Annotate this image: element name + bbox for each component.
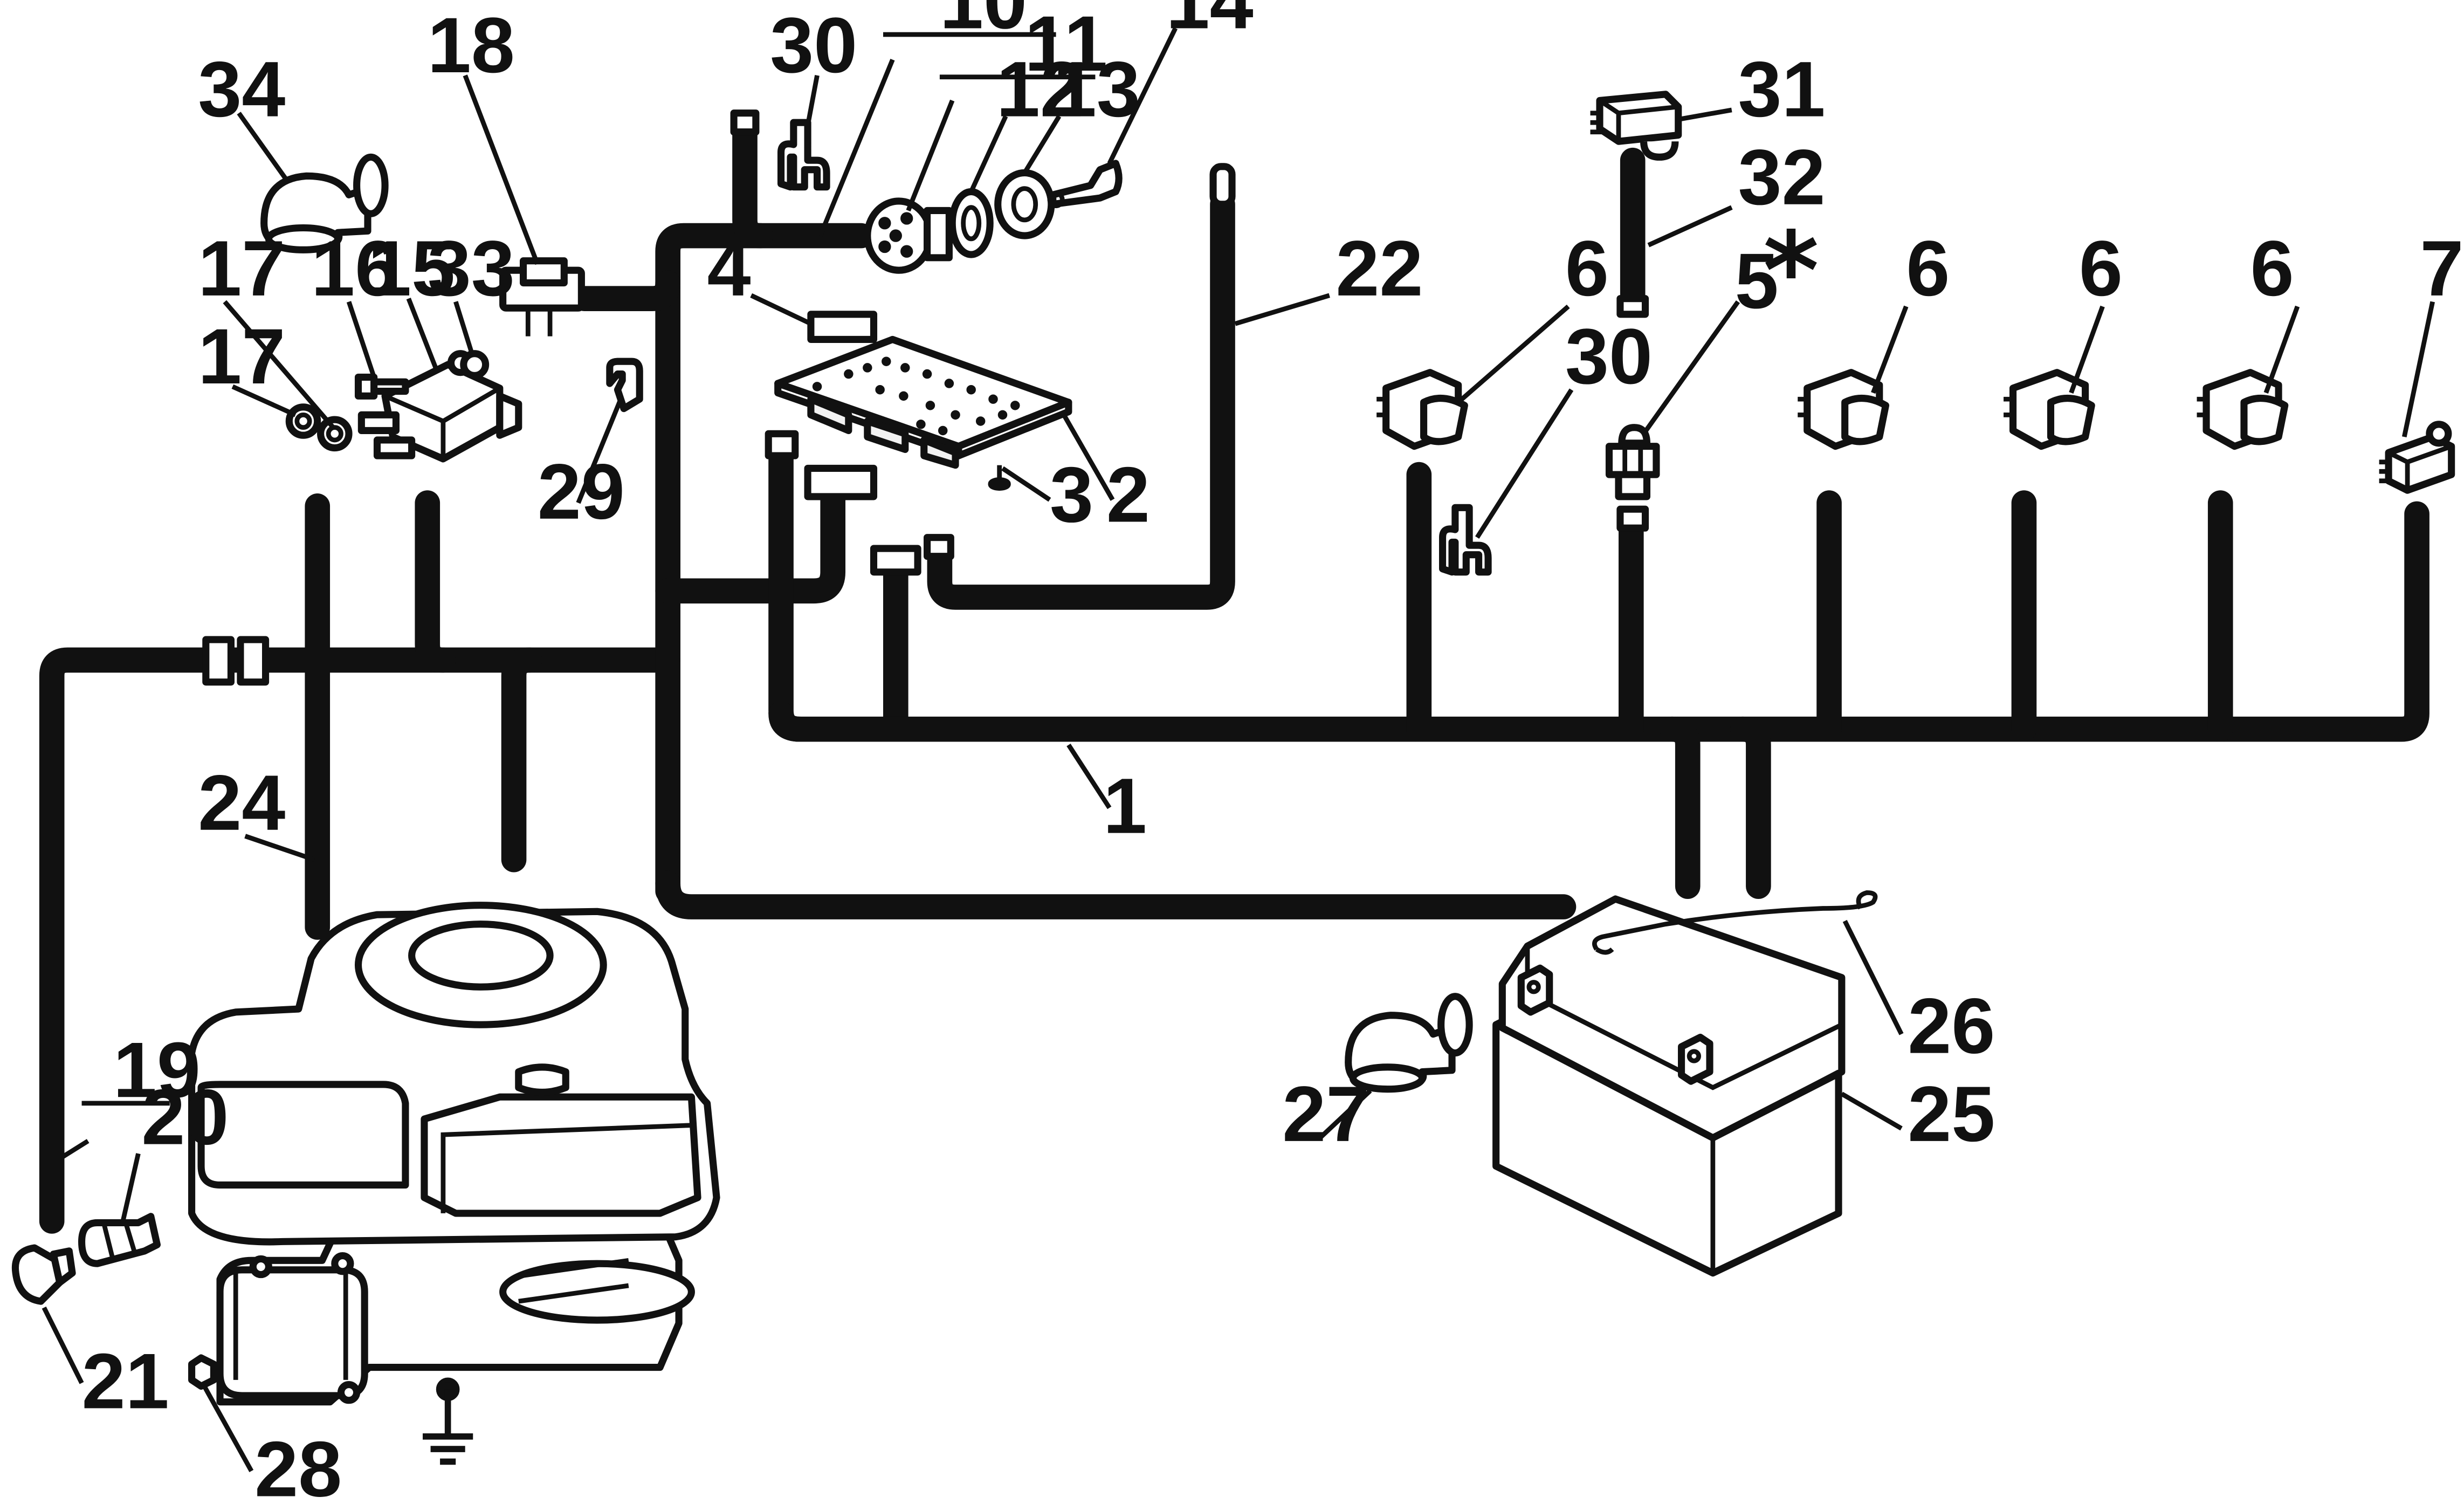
callout-34: 34 [198, 45, 285, 133]
cable-clip-29 [606, 358, 643, 413]
callout-14: 14 [1166, 0, 1254, 45]
ignition-switch-11 [864, 197, 953, 274]
callout-30a: 30 [770, 1, 857, 89]
wire-left-bus [39, 647, 680, 1234]
callout-20: 20 [141, 1073, 229, 1161]
connector-top [730, 109, 760, 136]
leader-lines [42, 27, 2435, 1473]
callout-11: 11 [1024, 0, 1107, 87]
switch-6d [2197, 369, 2289, 450]
key-14 [1047, 160, 1123, 209]
callout-15: 15 [368, 224, 455, 312]
connector-board-a [804, 464, 878, 500]
callout-12: 12 [996, 45, 1084, 133]
callout-30b: 30 [1565, 312, 1653, 400]
callout-labels: 1 2 3 4 5 * 6 6 6 6 7 10 11 12 13 14 15 … [82, 0, 2464, 1504]
callout-18: 18 [428, 1, 515, 89]
switch-6a [1376, 369, 1468, 450]
callout-31: 31 [1738, 45, 1825, 133]
callout-5: 5 [1735, 237, 1779, 325]
battery-25 [1492, 895, 1846, 1277]
wire-board-a [655, 484, 846, 604]
screw-3 [988, 465, 1011, 491]
nut-33 [460, 350, 490, 380]
callout-16: 16 [311, 224, 398, 312]
terminal-cover-34 [260, 153, 389, 253]
lamp-holder-20 [78, 1213, 161, 1267]
engine [188, 902, 720, 1406]
nut-17b [317, 416, 353, 452]
connector-board-d [924, 534, 954, 560]
wire-right-bus [768, 501, 2429, 742]
callout-13: 13 [1053, 45, 1140, 133]
microswitch-7 [2379, 421, 2455, 494]
sensor-5 [1605, 424, 1660, 500]
callout-17b: 17 [198, 312, 285, 400]
callout-1: 1 [1103, 762, 1147, 850]
callout-6a: 6 [1565, 224, 1609, 312]
wire-22 [927, 191, 1235, 610]
wire-trunk-to-battery [655, 870, 1577, 919]
callout-7: 7 [2420, 224, 2463, 312]
nut-28 [188, 1354, 217, 1390]
callout-2: 2 [1106, 451, 1150, 539]
connector-relay [1616, 295, 1649, 318]
solenoid-15 [357, 350, 522, 463]
callout-17a: 17 [198, 224, 285, 312]
terminal-cover-27 [1345, 993, 1473, 1093]
switch-6c [2004, 369, 2095, 450]
callout-32: 32 [1738, 133, 1825, 221]
switch-18 [499, 257, 585, 336]
bolt-16 [354, 373, 409, 400]
wire-trunk [655, 223, 874, 904]
callout-25: 25 [1908, 1070, 1995, 1158]
connector-board-c [870, 545, 921, 576]
wire-switch-18 [572, 270, 680, 311]
switch-6b [1798, 369, 1890, 450]
callout-33: 33 [428, 224, 515, 312]
relay-31 [1590, 91, 1682, 161]
cable-tie-30-right [1439, 504, 1492, 576]
bezel-13 [994, 169, 1055, 239]
wire-battery-a [1659, 716, 1701, 899]
wire-connector-top [732, 119, 773, 249]
callout-10: 10 [940, 0, 1027, 45]
cable-tie-30-top [777, 119, 830, 191]
bulb-21 [11, 1244, 76, 1305]
callout-28: 28 [254, 1425, 342, 1504]
inline-connector [202, 636, 270, 686]
battery-strap-26 [1592, 890, 1878, 955]
callout-6c: 6 [2079, 224, 2123, 312]
ground-symbol [423, 1377, 473, 1465]
callout-29: 29 [538, 448, 625, 535]
callout-22: 22 [1336, 224, 1423, 312]
harness-wires [39, 119, 2429, 1234]
circuit-board-2 [774, 335, 1072, 469]
callout-6b: 6 [1906, 224, 1950, 312]
connector-board-b [765, 430, 799, 459]
nut-12 [948, 188, 994, 258]
callout-24: 24 [198, 759, 285, 847]
callout-3: 3 [1050, 451, 1093, 539]
callout-19: 19 [113, 1026, 201, 1114]
wire-engine-drop [501, 647, 542, 873]
callout-21: 21 [82, 1337, 169, 1425]
callout-5-asterisk: * [1763, 209, 1819, 333]
wire-end-22 [1209, 163, 1236, 208]
fuse-4 [807, 311, 878, 343]
board-pins [812, 356, 1020, 436]
wire-solenoid-down [415, 490, 456, 673]
callout-4: 4 [707, 224, 751, 312]
callout-27: 27 [1282, 1070, 1369, 1158]
nut-17 [285, 403, 321, 439]
connector-sensor [1616, 505, 1649, 532]
callout-6d: 6 [2250, 224, 2294, 312]
wire-battery-b [1730, 716, 1771, 899]
callout-26: 26 [1908, 982, 1995, 1070]
